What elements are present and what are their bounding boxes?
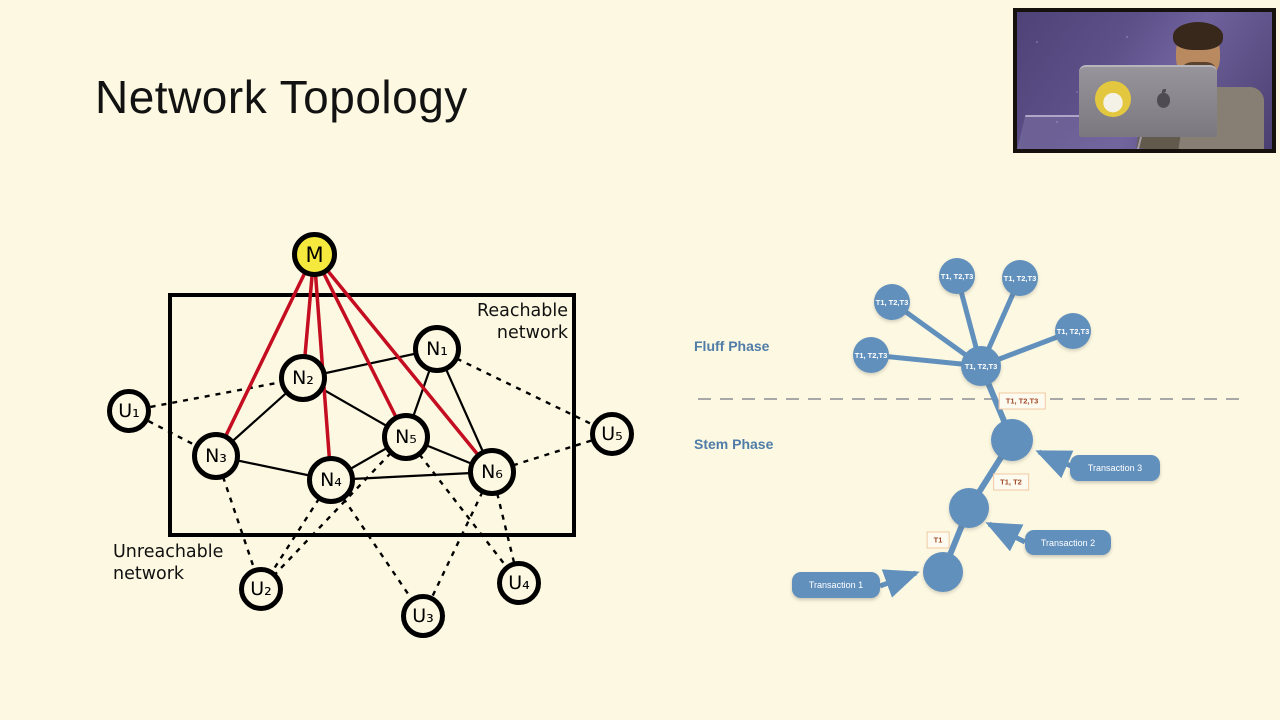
node-U4: U₄ bbox=[497, 561, 541, 605]
stem-node-2 bbox=[949, 488, 989, 528]
apple-logo-icon bbox=[1157, 89, 1170, 108]
network-topology-diagram: M N₁ N₂ N₃ N₄ N₅ N₆ U₁ U₂ U₃ U₄ U₅ Reach… bbox=[90, 225, 670, 665]
fluff-node-label: T1, T2,T3 bbox=[1056, 326, 1090, 336]
page-title: Network Topology bbox=[95, 71, 468, 123]
mempool-label-t1t2: T1, T2 bbox=[993, 473, 1029, 491]
fluff-hub-node: T1, T2,T3 bbox=[961, 346, 1001, 386]
node-label: N₂ bbox=[292, 367, 314, 389]
node-U1: U₁ bbox=[107, 389, 151, 433]
laptop-sticker-logo bbox=[1095, 81, 1131, 117]
node-label: U₄ bbox=[508, 572, 530, 594]
node-N3: N₃ bbox=[192, 432, 240, 480]
transaction-3-box: Transaction 3 bbox=[1070, 455, 1160, 481]
transaction-1-box: Transaction 1 bbox=[792, 572, 880, 598]
node-N6: N₆ bbox=[468, 448, 516, 496]
stem-node-3 bbox=[991, 419, 1033, 461]
fluff-node-label: T1, T2,T3 bbox=[964, 361, 998, 371]
node-label: U₅ bbox=[601, 423, 623, 445]
network-edge-layer bbox=[128, 252, 613, 617]
stem-node-1 bbox=[923, 552, 963, 592]
fluff-node-label: T1, T2,T3 bbox=[940, 271, 974, 281]
reachable-network-label: Reachable network bbox=[388, 301, 568, 345]
fluff-node-label: T1, T2,T3 bbox=[875, 297, 909, 307]
unreachable-label-line1: Unreachable bbox=[113, 542, 224, 562]
reachable-label-line2: network bbox=[496, 322, 568, 343]
reachable-label-line1: Reachable bbox=[476, 301, 568, 321]
node-label: U₁ bbox=[118, 400, 140, 422]
laptop bbox=[1079, 65, 1217, 137]
transaction-arrows bbox=[879, 449, 1074, 598]
fluff-node-label: T1, T2,T3 bbox=[854, 350, 888, 360]
malicious-node-M: M bbox=[292, 232, 337, 277]
unreachable-network-label: Unreachable network bbox=[113, 542, 253, 586]
unreachable-label-line2: network bbox=[113, 563, 185, 584]
dandelion-edge-layer bbox=[698, 275, 1248, 598]
node-N1: N₁ bbox=[413, 325, 461, 373]
node-label: U₂ bbox=[250, 578, 272, 600]
fluff-phase-label: Fluff Phase bbox=[694, 338, 770, 354]
stem-phase-label: Stem Phase bbox=[694, 436, 774, 452]
node-N2: N₂ bbox=[279, 354, 327, 402]
node-U5: U₅ bbox=[590, 412, 634, 456]
fluff-node-5: T1, T2,T3 bbox=[853, 337, 889, 373]
mempool-label-t1: T1 bbox=[926, 531, 950, 549]
fluff-node-2: T1, T2,T3 bbox=[939, 258, 975, 294]
node-label: N₅ bbox=[395, 426, 417, 448]
node-label: N₃ bbox=[205, 445, 227, 467]
speaker-hair bbox=[1173, 22, 1223, 50]
node-U3: U₃ bbox=[401, 594, 445, 638]
node-N4: N₄ bbox=[307, 456, 355, 504]
node-label: M bbox=[305, 242, 324, 267]
fluff-node-4: T1, T2,T3 bbox=[1055, 313, 1091, 349]
node-label: N₄ bbox=[320, 469, 342, 491]
reachable-network-box bbox=[168, 293, 576, 537]
dandelion-phase-diagram: Fluff Phase Stem Phase T1, T2,T3 T1, T2,… bbox=[690, 250, 1270, 650]
node-label: N₆ bbox=[481, 461, 503, 483]
node-label: U₃ bbox=[412, 605, 434, 627]
fluff-node-label: T1, T2,T3 bbox=[1003, 273, 1037, 283]
fluff-node-3: T1, T2,T3 bbox=[1002, 260, 1038, 296]
transaction-2-box: Transaction 2 bbox=[1025, 530, 1111, 555]
mempool-label-t1t2t3: T1, T2,T3 bbox=[998, 392, 1046, 410]
node-N5: N₅ bbox=[382, 413, 430, 461]
node-label: N₁ bbox=[426, 338, 448, 360]
fluff-node-1: T1, T2,T3 bbox=[874, 284, 910, 320]
node-U2: U₂ bbox=[239, 567, 283, 611]
webcam-overlay bbox=[1013, 8, 1276, 153]
